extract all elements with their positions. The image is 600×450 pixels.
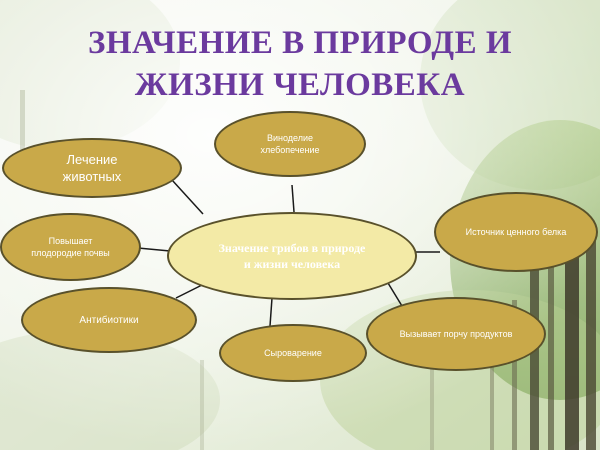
node-treatment: Лечение животных — [2, 138, 182, 198]
node-antibiotics: Антибиотики — [21, 287, 197, 353]
center-line-1: Значение грибов в природе — [218, 241, 366, 255]
node-protein: Источник ценного белка — [434, 192, 598, 272]
title-line-2: ЖИЗНИ ЧЕЛОВЕКА — [134, 67, 466, 103]
node-antibiotics-line-1: Антибиотики — [79, 314, 139, 326]
connector-fertility — [137, 247, 171, 252]
title-line-1: ЗНАЧЕНИЕ В ПРИРОДЕ И — [87, 25, 513, 61]
node-winemaking: Виноделие хлебопечение — [214, 111, 366, 177]
node-treatment-line-1: Лечение — [66, 152, 118, 167]
node-treatment-line-2: животных — [62, 169, 122, 184]
connector-winemaking — [291, 184, 295, 213]
page-title: ЗНАЧЕНИЕ В ПРИРОДЕ И ЖИЗНИ ЧЕЛОВЕКА — [0, 22, 600, 106]
node-winemaking-line-2: хлебопечение — [260, 145, 320, 155]
node-cheese-line-1: Сыроварение — [264, 348, 322, 358]
node-fertility: Повышает плодородие почвы — [0, 213, 141, 281]
node-spoilage-line-1: Вызывает порчу продуктов — [399, 329, 513, 339]
node-protein-line-1: Источник ценного белка — [465, 227, 567, 237]
center-node: Значение грибов в природе и жизни челове… — [167, 212, 417, 300]
center-line-2: и жизни человека — [243, 257, 341, 271]
node-spoilage: Вызывает порчу продуктов — [366, 297, 546, 371]
node-cheese: Сыроварение — [219, 324, 367, 382]
connector-treatment — [171, 179, 204, 215]
node-fertility-line-1: Повышает — [48, 236, 93, 246]
connector-cheese — [269, 297, 273, 327]
node-fertility-line-2: плодородие почвы — [31, 248, 110, 258]
connector-spoilage — [387, 282, 403, 307]
node-winemaking-line-1: Виноделие — [266, 133, 314, 143]
